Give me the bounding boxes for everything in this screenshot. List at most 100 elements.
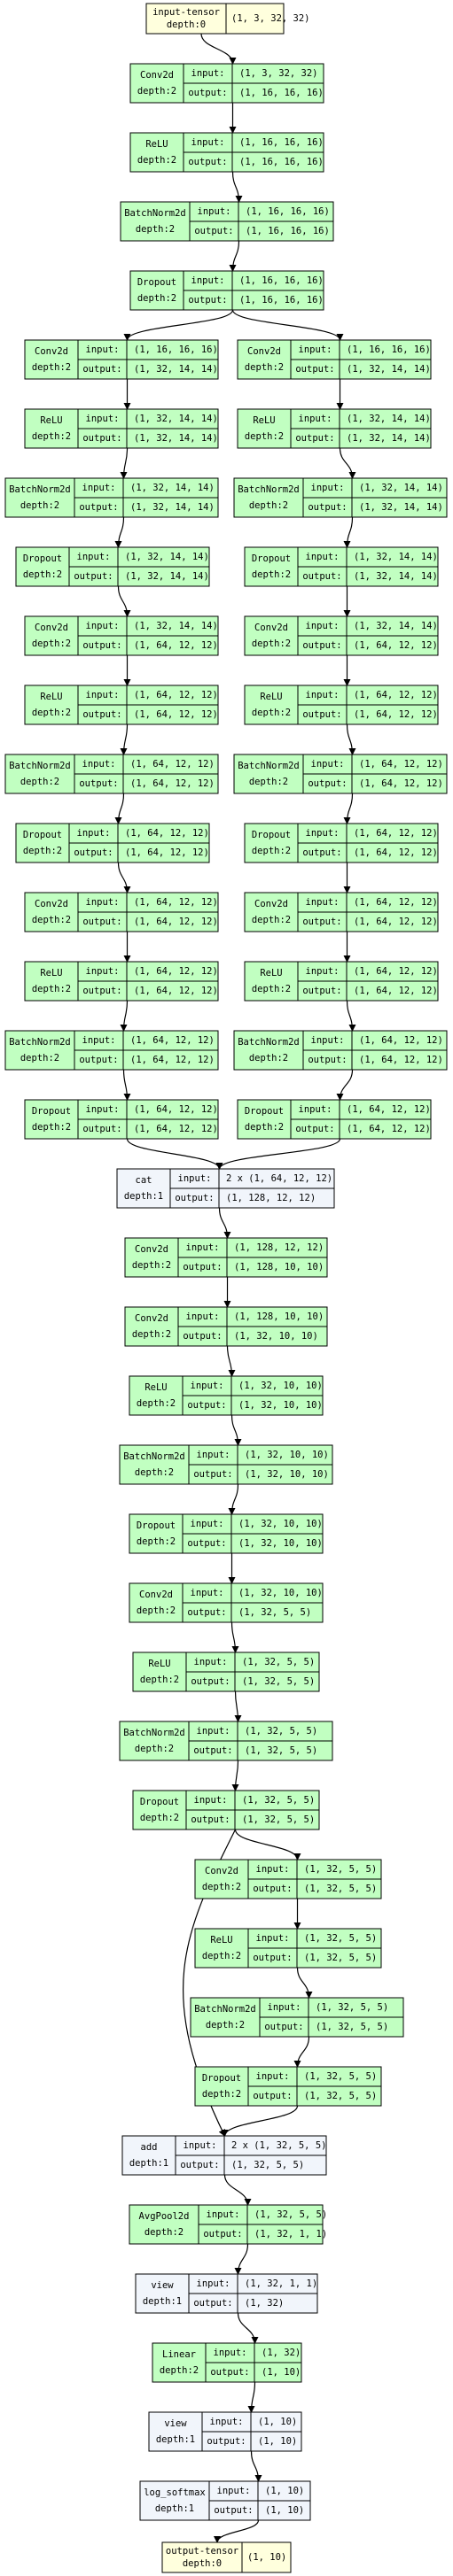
node-depth: depth:1	[143, 2296, 182, 2307]
output-label: output:	[191, 1814, 230, 1825]
output-label: output:	[302, 917, 341, 927]
input-shape: (1, 64, 12, 12)	[354, 897, 438, 908]
node-depth: depth:2	[249, 1053, 288, 1064]
edge-add-p1	[223, 2174, 252, 2206]
output-label: output:	[82, 709, 121, 720]
output-label: output:	[82, 917, 121, 927]
output-label: output:	[79, 778, 118, 789]
output-shape: (1, 32, 10, 10)	[238, 1400, 323, 1411]
node-name: ReLU	[260, 692, 282, 702]
node-depth: depth:2	[137, 155, 176, 166]
output-shape: (1, 32, 10, 10)	[245, 1469, 329, 1480]
node-depth: depth:2	[252, 638, 291, 649]
node-name: ReLU	[145, 139, 168, 150]
node-name: ReLU	[40, 692, 62, 702]
output-shape: (1, 32, 10, 10)	[238, 1538, 323, 1549]
input-shape: (1, 128, 12, 12)	[234, 1242, 324, 1253]
input-label: input:	[306, 897, 340, 908]
edge-c7-c8	[234, 1690, 242, 1722]
output-label: output:	[191, 1676, 230, 1687]
input-shape: (1, 32, 5, 5)	[304, 1864, 377, 1875]
node-depth: depth:2	[252, 846, 291, 856]
input-shape: (1, 128, 10, 10)	[234, 1311, 324, 1322]
edge-c4-c5	[228, 1483, 239, 1515]
input-label: input:	[198, 206, 231, 217]
input-label: input:	[306, 690, 340, 700]
node-name: BatchNorm2d	[194, 2004, 256, 2015]
node-name: BatchNorm2d	[9, 761, 71, 771]
edge-s4-add	[221, 2105, 299, 2137]
output-shape: (1, 64, 12, 12)	[359, 778, 443, 789]
node-depth: depth:2	[32, 1122, 71, 1133]
node-name: output-tensor	[166, 2546, 238, 2557]
output-shape: (1, 32, 5, 5)	[238, 1607, 311, 1618]
input-label: input:	[86, 414, 120, 424]
input-label: input:	[299, 1104, 332, 1115]
edge-c2-c3	[226, 1345, 236, 1377]
output-shape: (1, 64, 12, 12)	[134, 986, 218, 996]
input-label: input:	[184, 2140, 217, 2151]
node-depth: depth:2	[23, 846, 62, 856]
output-label: output:	[79, 1055, 118, 1065]
node-name: BatchNorm2d	[124, 208, 186, 219]
input-shape: (1, 32, 1, 1)	[245, 2278, 317, 2289]
input-shape: (1, 64, 12, 12)	[130, 759, 215, 770]
input-shape: (1, 64, 12, 12)	[134, 1104, 218, 1115]
output-shape: (1, 32, 5, 5)	[245, 1745, 317, 1756]
node-depth: depth:2	[252, 708, 291, 718]
input-shape: (1, 32, 5, 5)	[242, 1795, 315, 1806]
input-shape: (1, 16, 16, 16)	[347, 344, 431, 355]
node-depth: depth:2	[32, 431, 71, 442]
output-label: output:	[82, 1124, 121, 1134]
edge-v1-lin	[237, 2312, 259, 2344]
node-box	[145, 3, 285, 35]
output-shape: (1, 32, 14, 14)	[347, 364, 431, 375]
edge-n4-l1	[123, 309, 234, 341]
output-shape: (1, 32, 5, 5)	[242, 1676, 315, 1687]
input-shape: (1, 32, 14, 14)	[347, 414, 431, 424]
input-shape: (1, 64, 12, 12)	[354, 690, 438, 700]
output-label: output:	[308, 502, 347, 513]
input-shape: (1, 16, 16, 16)	[239, 275, 324, 286]
node-depth: depth:2	[249, 777, 288, 787]
tensor-shape: (1, 10)	[247, 2552, 286, 2563]
node-depth: depth:2	[132, 1329, 171, 1340]
output-label: output:	[253, 1884, 292, 1894]
input-label: input:	[311, 483, 345, 493]
node-depth: depth:2	[202, 1882, 241, 1892]
input-label: input:	[194, 1795, 228, 1806]
input-shape: (1, 32, 14, 14)	[359, 483, 443, 493]
edge-s2-s3	[296, 1967, 313, 1999]
input-shape: (1, 32, 10, 10)	[245, 1450, 329, 1460]
output-label: output:	[302, 709, 341, 720]
output-shape: (1, 32, 14, 14)	[134, 364, 218, 375]
node-name: ReLU	[210, 1935, 232, 1946]
output-shape: (1, 32, 10, 10)	[234, 1331, 318, 1342]
output-label: output:	[188, 157, 227, 167]
node-depth: depth:2	[137, 1536, 176, 1547]
node-depth: depth:2	[245, 362, 284, 373]
output-shape: (1, 64, 12, 12)	[134, 1124, 218, 1134]
input-shape: (1, 32, 14, 14)	[354, 621, 438, 631]
input-label: input:	[217, 2486, 251, 2496]
input-label: input:	[86, 344, 120, 355]
output-shape: (1, 32, 14, 14)	[130, 502, 215, 513]
output-label: output:	[214, 2505, 253, 2516]
output-label: output:	[302, 571, 341, 582]
edge-r6-r7	[346, 723, 356, 755]
input-shape: (1, 64, 12, 12)	[347, 1104, 431, 1115]
